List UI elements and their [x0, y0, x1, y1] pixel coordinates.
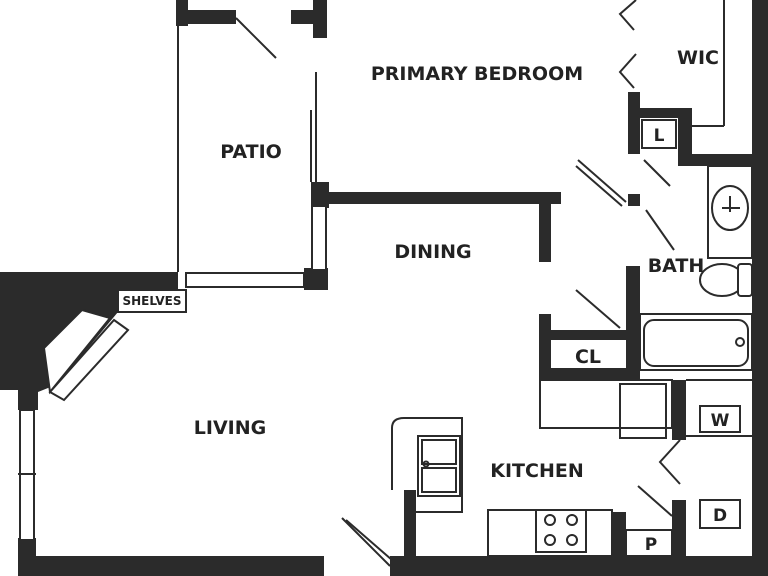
label-closet: CL: [575, 346, 601, 368]
label-kitchen: KITCHEN: [490, 460, 583, 482]
door-swing: [645, 209, 675, 251]
wall-segment: [672, 380, 686, 440]
wall-segment: [176, 10, 236, 24]
door-swing: [575, 289, 621, 329]
label-washer: W: [711, 411, 730, 431]
door-swing: [235, 17, 277, 59]
door-swing: [341, 517, 391, 567]
dryer-box: [699, 499, 741, 529]
doors: [235, 0, 681, 567]
door-swing: [637, 485, 673, 517]
door-swing: [575, 165, 623, 207]
sink-icon: [707, 165, 753, 259]
wall-segment: [313, 0, 327, 38]
label-pantry: P: [645, 535, 657, 555]
door-swing: [643, 159, 671, 187]
bathtub-icon: [639, 313, 753, 371]
wall-segment: [612, 512, 626, 572]
label-linen: L: [654, 126, 665, 146]
stove-icon: [535, 509, 587, 553]
windows: [18, 205, 327, 541]
label-wic: WIC: [677, 47, 719, 69]
bifold-door: [618, 0, 637, 31]
bifold-door: [618, 53, 637, 89]
room-labels: PRIMARY BEDROOM WIC PATIO L DINING BATH …: [122, 47, 729, 555]
washer-box: [699, 405, 741, 433]
wall-segment: [304, 268, 328, 290]
window: [185, 272, 305, 288]
wall-segment: [404, 490, 416, 570]
door-swing: [577, 159, 627, 203]
window: [311, 205, 327, 271]
label-bath: BATH: [648, 255, 705, 277]
door-swing: [345, 519, 393, 561]
linen-box: [641, 119, 677, 149]
toilet-icon: [699, 263, 753, 297]
label-patio: PATIO: [220, 141, 282, 163]
fireplace-icon: [42, 308, 130, 402]
wall-segment: [311, 192, 561, 204]
pantry-box: [625, 529, 673, 557]
wall-segment: [18, 556, 324, 576]
wall-segment: [678, 154, 758, 166]
label-dryer: D: [713, 506, 727, 526]
wall-segment: [390, 556, 768, 576]
label-living: LIVING: [194, 417, 266, 439]
bifold-door: [658, 439, 681, 485]
wall-segment: [539, 368, 639, 380]
label-dining: DINING: [394, 241, 471, 263]
kitchen-sink-icon: [417, 435, 461, 497]
wall-segment: [628, 108, 692, 118]
wall-segment: [626, 336, 640, 380]
shelves-box: [117, 289, 187, 313]
label-shelves: SHELVES: [122, 294, 181, 308]
wall-segment: [752, 0, 768, 576]
wall-segment: [672, 500, 686, 570]
label-primary-bedroom: PRIMARY BEDROOM: [371, 63, 583, 85]
wall-segment: [628, 194, 640, 206]
kitchen-counter: [391, 379, 673, 557]
wall-segment: [539, 330, 629, 340]
wall-segment: [539, 192, 551, 262]
wall-segment: [626, 266, 640, 338]
fixtures: [42, 119, 753, 557]
wall-segment: [678, 108, 692, 166]
wall-segment: [628, 92, 640, 154]
